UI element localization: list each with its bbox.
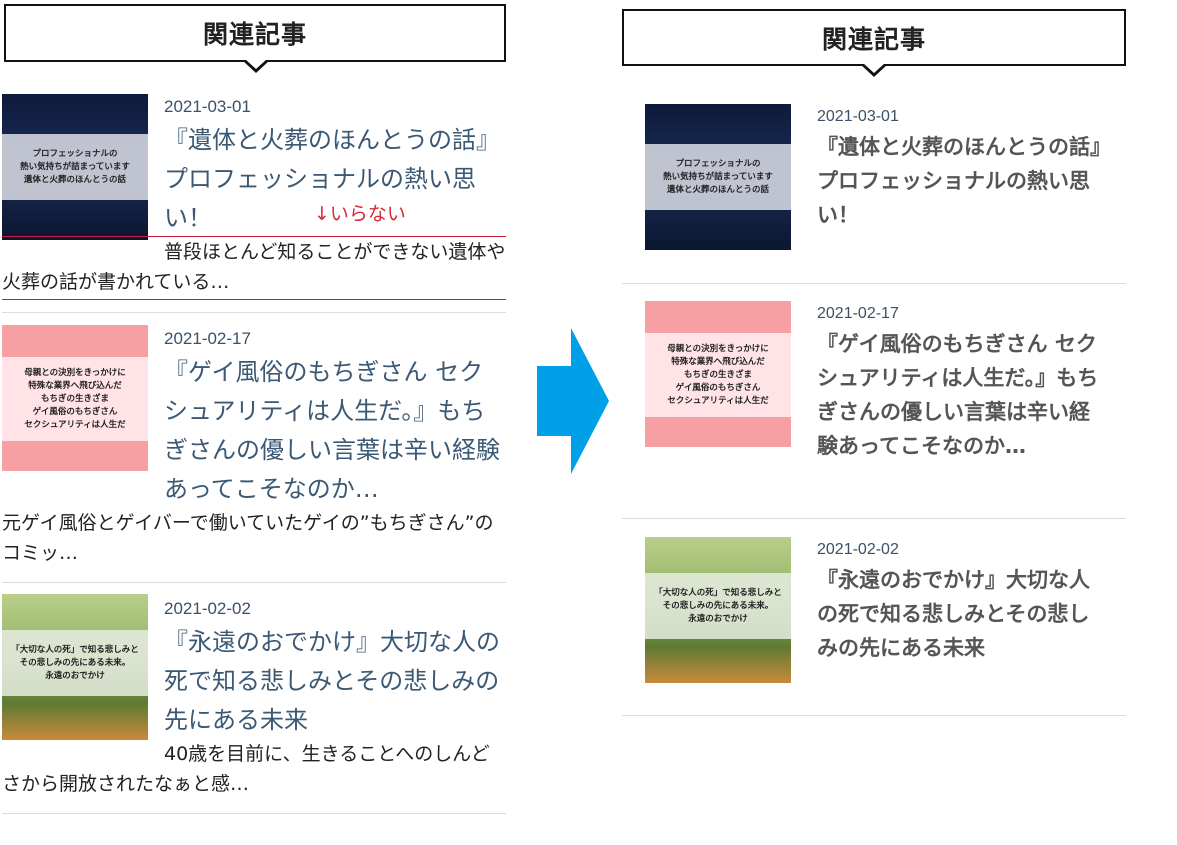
article-title[interactable]: 『遺体と火葬のほんとうの話』プロフェッショナルの熱い思い！	[164, 126, 500, 232]
article-date: 2021-02-02	[164, 599, 251, 618]
thumbnail-caption: プロフェッショナルの 熱い気持ちが詰まっています 遺体と火葬のほんとうの話	[2, 134, 148, 200]
related-articles-header: 関連記事	[622, 9, 1126, 66]
thumbnail-caption: プロフェッショナルの 熱い気持ちが詰まっています 遺体と火葬のほんとうの話	[645, 144, 791, 210]
divider	[2, 312, 506, 313]
related-articles-header: 関連記事	[4, 4, 506, 62]
article-title[interactable]: 『遺体と火葬のほんとうの話』プロフェッショナルの熱い思い！	[817, 135, 1101, 227]
article-excerpt: 40歳を目前に、生きることへのしんどさから開放されたなぁと感…	[2, 743, 490, 795]
annotation-line-top	[2, 236, 506, 237]
article-thumbnail[interactable]: 母親との決別をきっかけに 特殊な業界へ飛び込んだ もちぎの生きざま ゲイ風俗のも…	[2, 325, 148, 471]
article-date: 2021-03-01	[817, 108, 899, 125]
thumbnail-caption: 母親との決別をきっかけに 特殊な業界へ飛び込んだ もちぎの生きざま ゲイ風俗のも…	[2, 357, 148, 441]
article-date: 2021-02-17	[164, 329, 251, 348]
divider	[622, 283, 1126, 284]
divider	[2, 813, 506, 814]
article-thumbnail[interactable]: プロフェッショナルの 熱い気持ちが詰まっています 遺体と火葬のほんとうの話	[645, 104, 791, 250]
right-arrow-icon	[537, 328, 609, 474]
article-title[interactable]: 『永遠のおでかけ』大切な人の死で知る悲しみとその悲しみの先にある未来	[164, 628, 500, 734]
divider	[622, 715, 1126, 716]
article-title[interactable]: 『ゲイ風俗のもちぎさん セクシュアリティは人生だ。』もちぎさんの優しい言葉は辛い…	[817, 332, 1099, 458]
article-title[interactable]: 『永遠のおでかけ』大切な人の死で知る悲しみとその悲しみの先にある未来	[817, 568, 1090, 660]
article-excerpt: 元ゲイ風俗とゲイバーで働いていたゲイの”もちぎさん”のコミッ…	[2, 512, 494, 564]
annotation-unneeded: ↓いらない	[314, 203, 406, 225]
header-title: 関連記事	[202, 20, 307, 49]
divider	[622, 518, 1126, 519]
article-thumbnail[interactable]: プロフェッショナルの 熱い気持ちが詰まっています 遺体と火葬のほんとうの話	[2, 94, 148, 240]
article-date: 2021-02-02	[817, 541, 899, 558]
header-pointer-fill	[245, 59, 267, 69]
article-excerpt: 普段ほとんど知ることができない遺体や火葬の話が書かれている…	[2, 241, 506, 293]
article-thumbnail[interactable]: 母親との決別をきっかけに 特殊な業界へ飛び込んだ もちぎの生きざま ゲイ風俗のも…	[645, 301, 791, 447]
article-thumbnail[interactable]: 「大切な人の死」で知る悲しみと その悲しみの先にある未来。 永遠のおでかけ	[645, 537, 791, 683]
article-date: 2021-02-17	[817, 305, 899, 322]
thumbnail-caption: 「大切な人の死」で知る悲しみと その悲しみの先にある未来。 永遠のおでかけ	[2, 630, 148, 696]
header-title: 関連記事	[821, 24, 926, 54]
annotation-line-bottom	[2, 299, 506, 300]
article-thumbnail[interactable]: 「大切な人の死」で知る悲しみと その悲しみの先にある未来。 永遠のおでかけ	[2, 594, 148, 740]
thumbnail-caption: 母親との決別をきっかけに 特殊な業界へ飛び込んだ もちぎの生きざま ゲイ風俗のも…	[645, 333, 791, 417]
article-date: 2021-03-01	[164, 97, 251, 116]
thumbnail-caption: 「大切な人の死」で知る悲しみと その悲しみの先にある未来。 永遠のおでかけ	[645, 573, 791, 639]
article-title[interactable]: 『ゲイ風俗のもちぎさん セクシュアリティは人生だ。』もちぎさんの優しい言葉は辛い…	[164, 358, 500, 503]
divider	[2, 582, 506, 583]
header-pointer-fill	[863, 63, 885, 73]
